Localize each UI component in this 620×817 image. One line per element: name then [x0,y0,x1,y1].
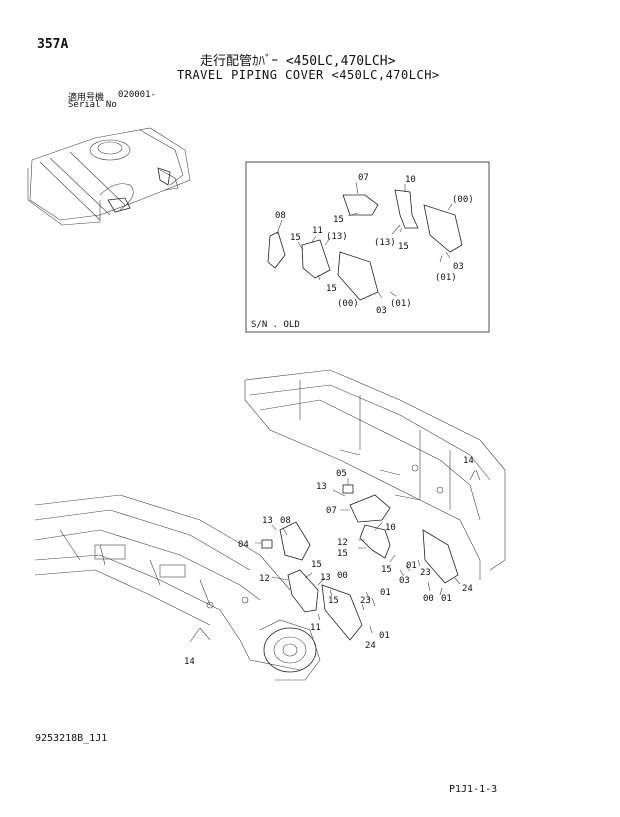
main-label: 13 [320,573,331,583]
inset-label: 15 [333,215,344,225]
inset-note: S/N . OLD [251,320,300,330]
main-label: 00 [337,571,348,581]
title-english: TRAVEL PIPING COVER <450LC,470LCH> [177,68,440,82]
inset-label: (13) [374,238,396,248]
main-label: 14 [184,657,195,667]
inset-label: 15 [326,284,337,294]
serial-label-english: Serial No [68,100,117,110]
main-label: 05 [336,469,347,479]
main-label: 15 [381,565,392,575]
main-label: 11 [310,623,321,633]
main-label: 01 [441,594,452,604]
main-label: 13 [316,482,327,492]
main-label: 08 [280,516,291,526]
main-parts [189,469,481,643]
inset-label: 15 [398,242,409,252]
main-label: 12 [337,538,348,548]
main-labels: 14 05 13 07 13 08 10 12 15 04 15 12 13 1… [184,456,474,667]
main-label: 14 [463,456,474,466]
main-label: 01 [379,631,390,641]
page-number: 357A [37,37,69,52]
inset-label: 08 [275,211,286,221]
inset-label: 03 [453,262,464,272]
machine-overview-sketch [27,127,191,226]
inset-label: (13) [326,232,348,242]
inset-label: (01) [435,273,457,283]
inset-label: 11 [312,226,323,236]
main-label: 23 [360,596,371,606]
title-japanese: 走行配管ｶﾊﾞｰ <450LC,470LCH> [200,54,396,69]
main-label: 13 [262,516,273,526]
main-label: 12 [259,574,270,584]
main-label: 24 [462,584,473,594]
main-label: 15 [337,549,348,559]
inset-label: 10 [405,175,416,185]
main-label: 23 [420,568,431,578]
inset-parts [267,181,463,301]
serial-number: 020001- [118,90,156,100]
main-label: 10 [385,523,396,533]
main-label: 15 [311,560,322,570]
main-label: 15 [328,596,339,606]
inset-label: 15 [290,233,301,243]
main-label: 01 [380,588,391,598]
inset-label: (01) [390,299,412,309]
inset-label: (00) [337,299,359,309]
serial-label-japanese: 適用号機 [68,93,105,103]
inset-label: (00) [452,195,474,205]
inset-label: 03 [376,306,387,316]
main-label: 00 [423,594,434,604]
main-label: 07 [326,506,337,516]
main-label: 04 [238,540,249,550]
inset-frame [245,161,490,333]
inset-labels: 07 10 (00) 08 15 11 (13) 15 (13) 15 03 (… [251,173,474,330]
inset-label: 07 [358,173,369,183]
main-label: 03 [399,576,410,586]
page-code: P1J1-1-3 [449,784,498,795]
undercarriage-frame [34,369,506,681]
main-label: 24 [365,641,376,651]
document-number: 9253218B_1J1 [35,733,108,744]
main-label: 01 [406,561,417,571]
